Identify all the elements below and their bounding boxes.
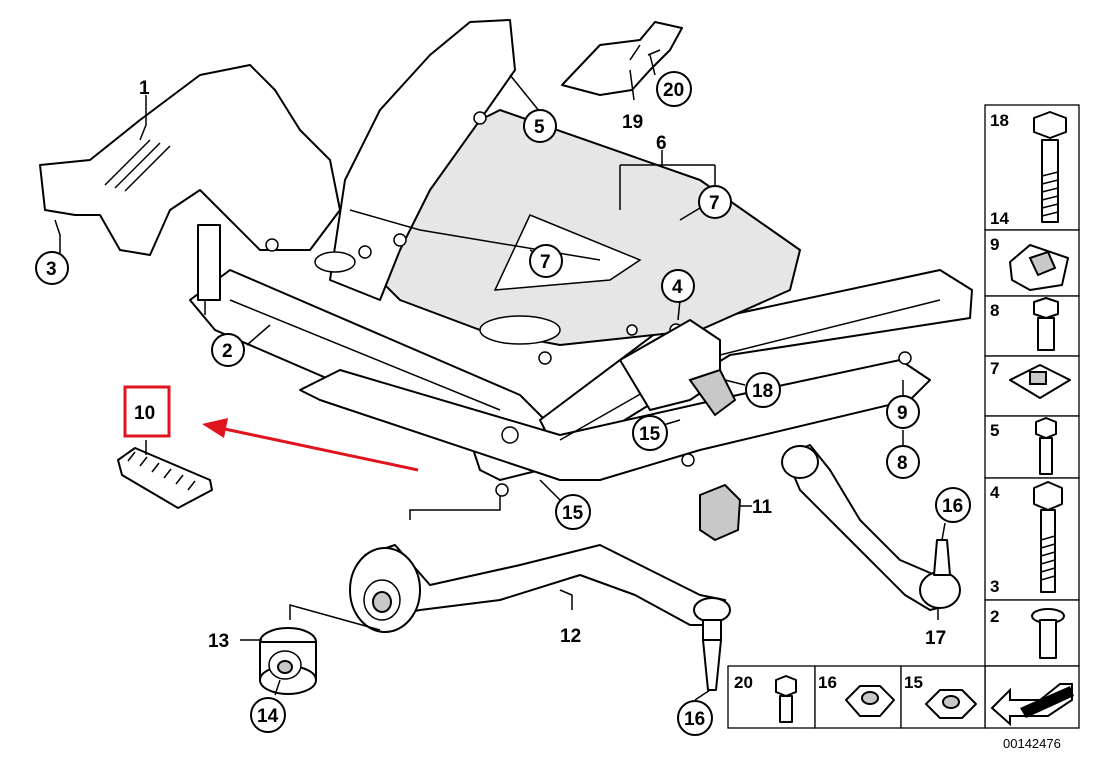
highlight-arrowhead [202, 418, 228, 438]
direction-arrow-icon [990, 683, 1074, 727]
table-label-9: 9 [990, 235, 999, 254]
callout-20: 20 [663, 80, 684, 101]
rubber-bushing-part-13 [259, 627, 317, 695]
callout-8: 8 [897, 453, 908, 474]
callout-5: 5 [534, 117, 545, 138]
nut-16-icon [845, 685, 895, 717]
fastener-table: 18 14 9 8 7 5 4 3 2 20 16 15 [727, 104, 1080, 729]
callout-7b: 7 [540, 252, 551, 273]
diagram-reference-number: 00142476 [1003, 736, 1061, 751]
bolt-20-icon [775, 675, 797, 723]
table-label-3: 3 [990, 577, 999, 596]
callout-17: 17 [925, 628, 946, 649]
callout-16b: 16 [684, 709, 705, 730]
table-label-2: 2 [990, 607, 999, 626]
callout-15a: 15 [639, 424, 661, 445]
splash-shield-part [561, 21, 683, 96]
callout-9: 9 [897, 403, 908, 424]
table-label-8: 8 [990, 301, 999, 320]
table-label-16: 16 [818, 673, 837, 692]
rubber-mount-part-11 [699, 483, 742, 542]
table-label-20: 20 [734, 673, 753, 692]
highlight-arrow-shaft [219, 426, 419, 472]
clip-nut-9-icon [1009, 244, 1069, 291]
cover-part-10 [117, 447, 213, 509]
callout-12: 12 [560, 626, 581, 647]
bolt-8-icon [1033, 297, 1059, 351]
socket-bolt-2-icon [1031, 608, 1065, 659]
callout-14: 14 [257, 706, 279, 727]
bolt-4-icon [1033, 481, 1063, 593]
callout-6: 6 [656, 133, 667, 154]
highlight-box [123, 385, 171, 438]
bolt-5-icon [1035, 417, 1057, 475]
wishbone-part-12 [349, 544, 731, 691]
tension-strut-part-17 [781, 444, 961, 611]
table-label-7: 7 [990, 359, 999, 378]
callout-labels: 1 3 2 5 20 19 6 7 7 4 18 15 9 8 10 15 11… [35, 71, 971, 736]
callout-18: 18 [752, 381, 773, 402]
callout-13: 13 [208, 631, 229, 652]
callout-19: 19 [622, 112, 643, 133]
callout-11: 11 [752, 497, 773, 518]
highlight-annotation [123, 385, 419, 472]
table-label-4: 4 [990, 483, 1000, 502]
callout-7a: 7 [709, 193, 720, 214]
bolt-18-icon [1033, 111, 1067, 223]
callout-15b: 15 [562, 503, 584, 524]
table-label-18: 18 [990, 111, 1009, 130]
callout-1: 1 [139, 78, 150, 99]
spring-nut-7-icon [1009, 364, 1071, 399]
callout-16a: 16 [942, 496, 963, 517]
front-axle-subframe [39, 19, 973, 497]
callout-3: 3 [46, 259, 57, 280]
callout-2: 2 [222, 341, 233, 362]
callout-10: 10 [134, 403, 155, 424]
table-label-14: 14 [990, 209, 1009, 228]
callout-4: 4 [672, 277, 683, 298]
table-label-15: 15 [904, 673, 923, 692]
table-label-5: 5 [990, 421, 999, 440]
nut-15-icon [925, 689, 977, 719]
